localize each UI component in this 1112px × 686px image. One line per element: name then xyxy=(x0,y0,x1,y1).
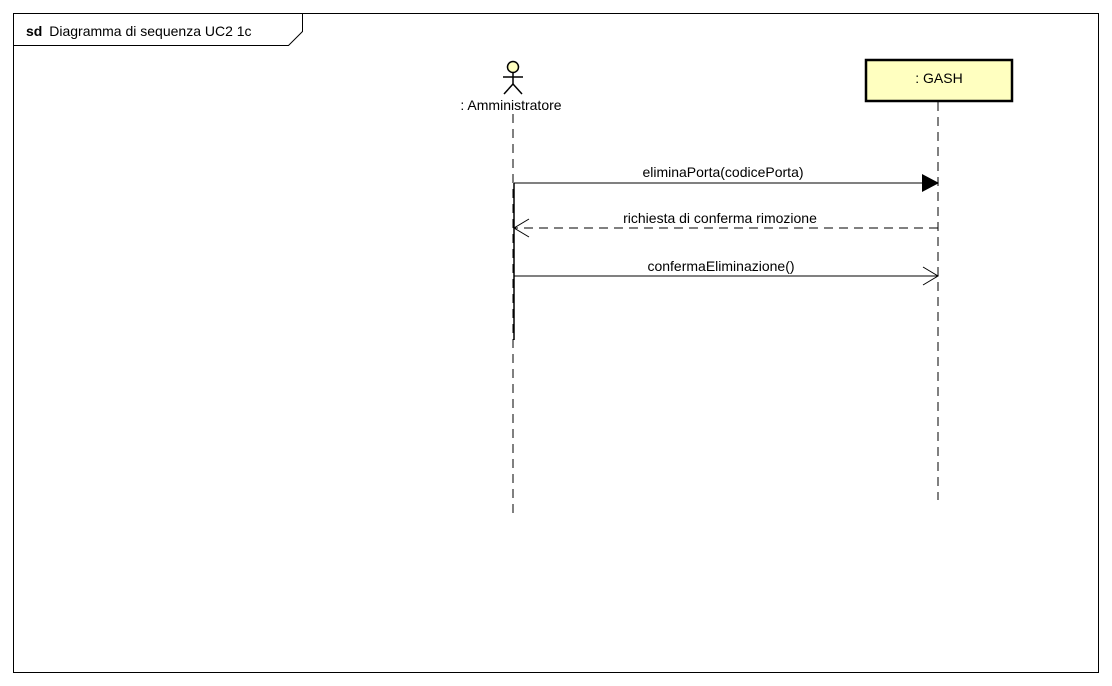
message-elimina-porta: eliminaPorta(codicePorta) xyxy=(514,164,939,192)
actor-left-leg xyxy=(503,83,514,95)
message-label: confermaEliminazione() xyxy=(647,258,794,274)
open-arrowhead xyxy=(513,218,530,238)
frame-title: sd Diagramma di sequenza UC2 1c xyxy=(26,23,252,39)
object-box xyxy=(864,58,1014,103)
actor-head xyxy=(506,60,520,74)
open-arrowhead xyxy=(922,266,939,286)
message-label: eliminaPorta(codicePorta) xyxy=(642,164,803,180)
actor-amministratore: : Amministratore xyxy=(460,60,562,113)
filled-arrowhead xyxy=(922,174,939,192)
object-label: : GASH xyxy=(915,70,962,86)
actor-label: : Amministratore xyxy=(460,97,561,113)
message-conferma-eliminazione: confermaEliminazione() xyxy=(514,258,939,286)
actor-right-leg xyxy=(512,83,523,95)
frame-title-text: Diagramma di sequenza UC2 1c xyxy=(49,23,251,39)
message-richiesta-conferma: richiesta di conferma rimozione xyxy=(513,210,938,238)
frame-keyword: sd xyxy=(26,23,42,39)
object-gash: : GASH xyxy=(864,58,1014,103)
diagram-frame xyxy=(13,13,1099,673)
message-label: richiesta di conferma rimozione xyxy=(623,210,817,226)
frame-title-tab xyxy=(13,13,303,46)
